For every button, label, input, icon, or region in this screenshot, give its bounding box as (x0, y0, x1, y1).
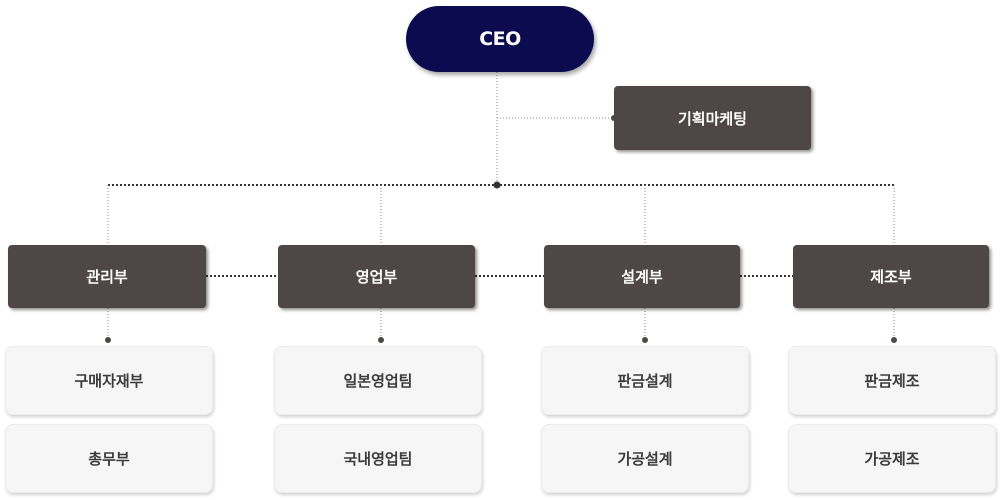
connector-dot-team-2 (378, 337, 384, 343)
department-node-1: 관리부 (8, 245, 206, 308)
department-node-3: 설계부 (544, 245, 740, 308)
team-node-2-2: 국내영업팀 (274, 424, 482, 493)
connector-dot-team-1 (105, 337, 111, 343)
connector-dot-team-4 (891, 337, 897, 343)
connector-dot-bus (493, 181, 501, 189)
staff-node-planning-marketing: 기획마케팅 (614, 86, 811, 150)
connector-dot-team-3 (642, 337, 648, 343)
team-node-4-1: 판금제조 (788, 346, 996, 415)
department-node-4: 제조부 (793, 245, 989, 308)
team-node-1-2: 총무부 (5, 424, 213, 493)
department-node-2: 영업부 (278, 245, 475, 308)
team-node-3-2: 가공설계 (541, 424, 749, 493)
ceo-node: CEO (406, 6, 594, 72)
team-node-2-1: 일본영업팀 (274, 346, 482, 415)
team-node-3-1: 판금설계 (541, 346, 749, 415)
team-node-4-2: 가공제조 (788, 424, 996, 493)
team-node-1-1: 구매자재부 (5, 346, 213, 415)
